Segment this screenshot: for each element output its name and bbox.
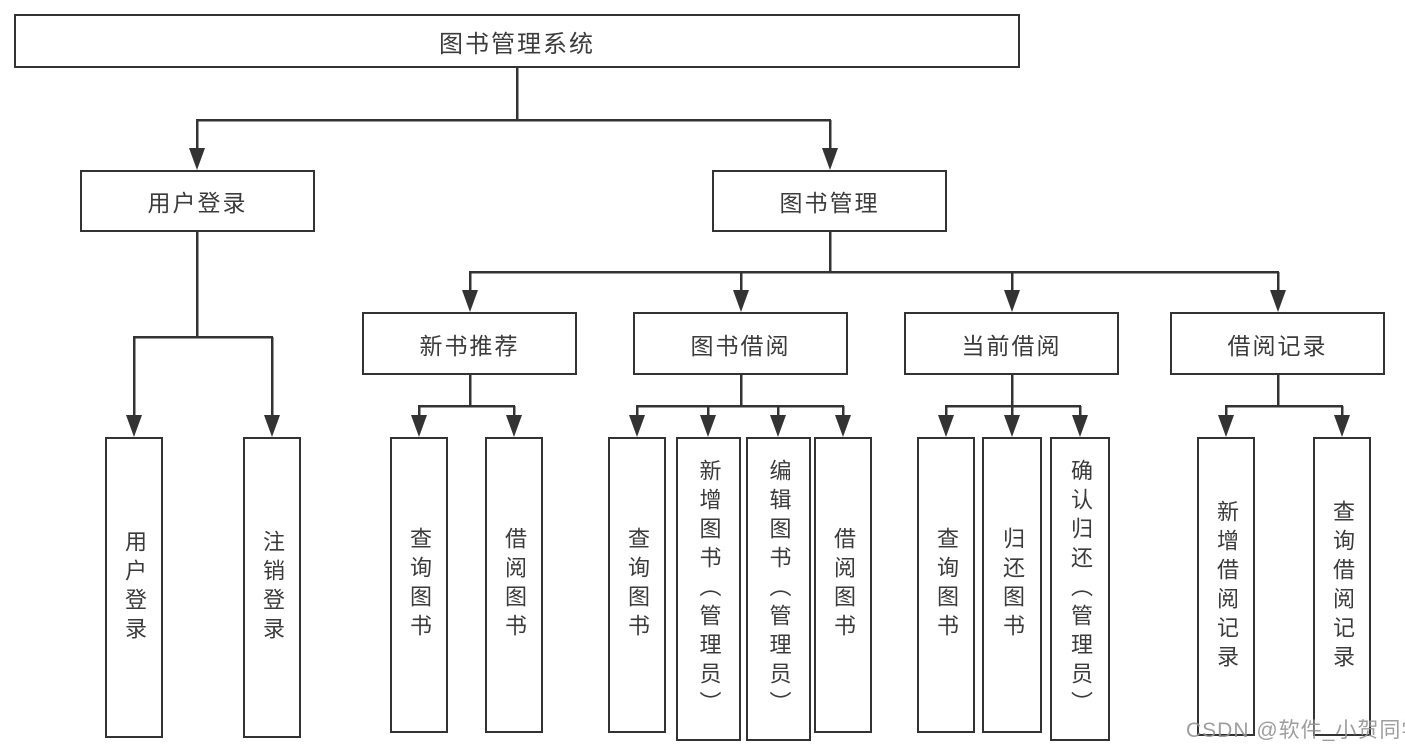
leaf-query-books-current: 查询图书 (917, 437, 975, 733)
node-book-management: 图书管理 (712, 170, 947, 232)
node-label: 图书管理系统 (439, 30, 595, 58)
arrow-down-icon (835, 415, 851, 437)
node-label: 新书推荐 (419, 332, 520, 359)
node-label: 图书借阅 (690, 332, 791, 359)
node-user-login-group: 用户登录 (80, 170, 315, 232)
node-label: 用户登录 (147, 190, 248, 216)
arrow-down-icon (1334, 415, 1350, 437)
leaf-query-books-recommend: 查询图书 (390, 437, 448, 733)
node-borrowing-records: 借阅记录 (1170, 312, 1385, 375)
arrow-down-icon (1072, 415, 1088, 437)
node-label: 查询借阅记录 (1330, 499, 1355, 674)
node-label: 查询图书 (625, 527, 650, 643)
arrow-down-icon (126, 415, 142, 437)
arrow-down-icon (938, 415, 954, 437)
arrow-down-icon (1270, 290, 1286, 312)
arrow-down-icon (629, 415, 645, 437)
arrow-down-icon (1004, 290, 1020, 312)
leaf-add-borrow-record: 新增借阅记录 (1197, 437, 1255, 736)
arrow-down-icon (733, 290, 749, 312)
connector-borrow-record-children (1218, 375, 1350, 437)
arrow-down-icon (189, 148, 205, 170)
arrow-down-icon (411, 415, 427, 437)
leaf-return-books: 归还图书 (982, 437, 1042, 733)
leaf-user-login: 用户登录 (105, 437, 163, 738)
leaf-borrow-books-recommend: 借阅图书 (485, 437, 543, 733)
node-current-borrowing: 当前借阅 (904, 312, 1119, 375)
connector-level2-to-level3 (462, 232, 1286, 312)
leaf-query-borrow-record: 查询借阅记录 (1313, 437, 1371, 736)
node-label: 借阅图书 (502, 527, 527, 643)
leaf-confirm-return-admin: 确认归还（管理员） (1050, 437, 1110, 741)
leaf-add-books-admin: 新增图书（管理员） (676, 437, 741, 741)
node-book-management-system: 图书管理系统 (14, 14, 1020, 68)
node-label: 新增图书（管理员） (696, 458, 722, 720)
connector-user-login-children (126, 232, 280, 437)
connector-current-borrow-children (938, 375, 1088, 437)
arrow-down-icon (700, 415, 716, 437)
node-new-book-recommend: 新书推荐 (362, 312, 577, 375)
node-label: 用户登录 (122, 529, 147, 646)
node-label: 编辑图书（管理员） (766, 458, 792, 720)
node-label: 借阅记录 (1227, 332, 1328, 359)
arrow-down-icon (822, 148, 838, 170)
node-label: 查询图书 (407, 527, 432, 643)
leaf-edit-books-admin: 编辑图书（管理员） (746, 437, 811, 741)
leaf-borrow-books: 借阅图书 (814, 437, 872, 733)
arrow-down-icon (264, 415, 280, 437)
node-label: 当前借阅 (961, 332, 1062, 359)
node-label: 借阅图书 (831, 527, 856, 643)
connector-new-book-children (411, 375, 522, 437)
connector-root-to-level2 (189, 68, 838, 170)
arrow-down-icon (770, 415, 786, 437)
arrow-down-icon (1004, 415, 1020, 437)
node-label: 图书管理 (779, 190, 880, 216)
node-label: 注销登录 (260, 529, 285, 646)
node-label: 查询图书 (934, 527, 959, 643)
node-label: 确认归还（管理员） (1068, 458, 1093, 720)
leaf-logout: 注销登录 (243, 437, 301, 738)
node-book-borrowing: 图书借阅 (633, 312, 848, 375)
node-label: 归还图书 (1000, 527, 1025, 643)
connector-book-borrow-children (629, 375, 851, 437)
arrow-down-icon (506, 415, 522, 437)
leaf-query-books-borrowing: 查询图书 (608, 437, 666, 733)
arrow-down-icon (462, 290, 478, 312)
arrow-down-icon (1218, 415, 1234, 437)
node-label: 新增借阅记录 (1214, 499, 1239, 674)
